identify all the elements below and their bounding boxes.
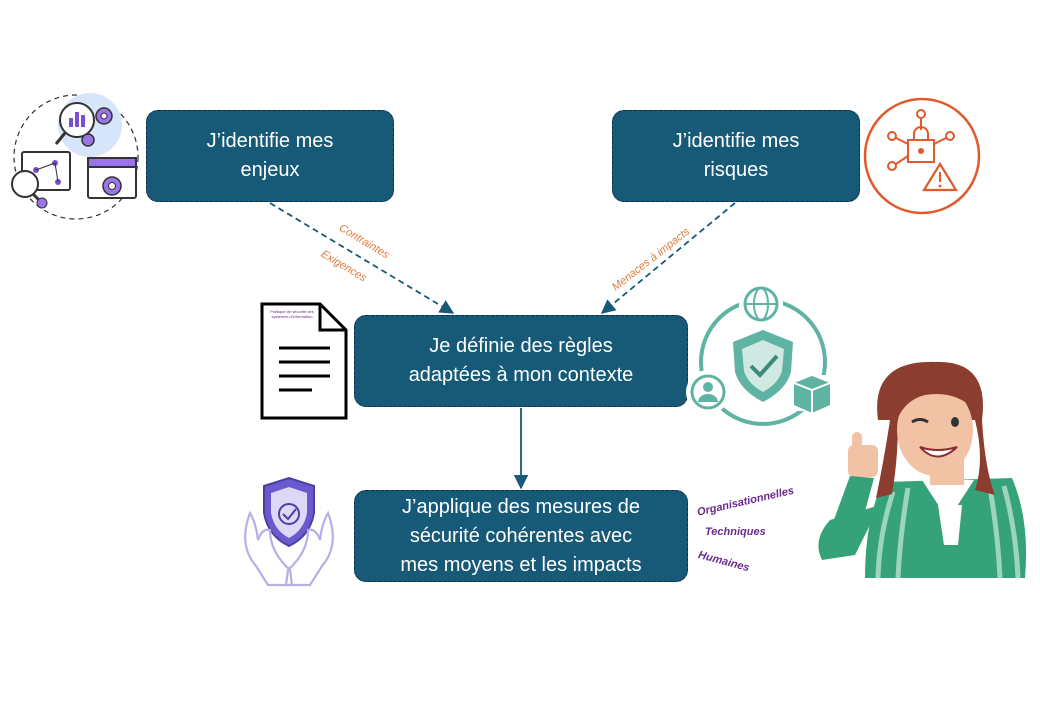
step-identify-stakes-label: J’identifie mes enjeux xyxy=(206,130,334,181)
step-define-rules-label: Je définie des règles adaptées à mon con… xyxy=(408,335,634,386)
step-identify-stakes: J’identifie mes enjeux xyxy=(146,110,394,202)
connector-risques-regles xyxy=(600,202,736,314)
connector-enjeux-regles xyxy=(269,202,455,314)
step-identify-risks: J’identifie mes risques xyxy=(612,110,860,202)
step-identify-risks-label: J’identifie mes risques xyxy=(672,130,800,181)
document-title-line1: Politique de sécurité des xyxy=(270,309,314,314)
document-title-line2: systèmes d’information xyxy=(272,314,313,319)
step-apply-measures-label: J’applique des mesures de sécurité cohér… xyxy=(400,495,642,576)
category-techniques: Techniques xyxy=(705,526,766,538)
step-define-rules: Je définie des règles adaptées à mon con… xyxy=(354,315,688,407)
step-apply-measures: J’applique des mesures de sécurité cohér… xyxy=(354,490,688,582)
